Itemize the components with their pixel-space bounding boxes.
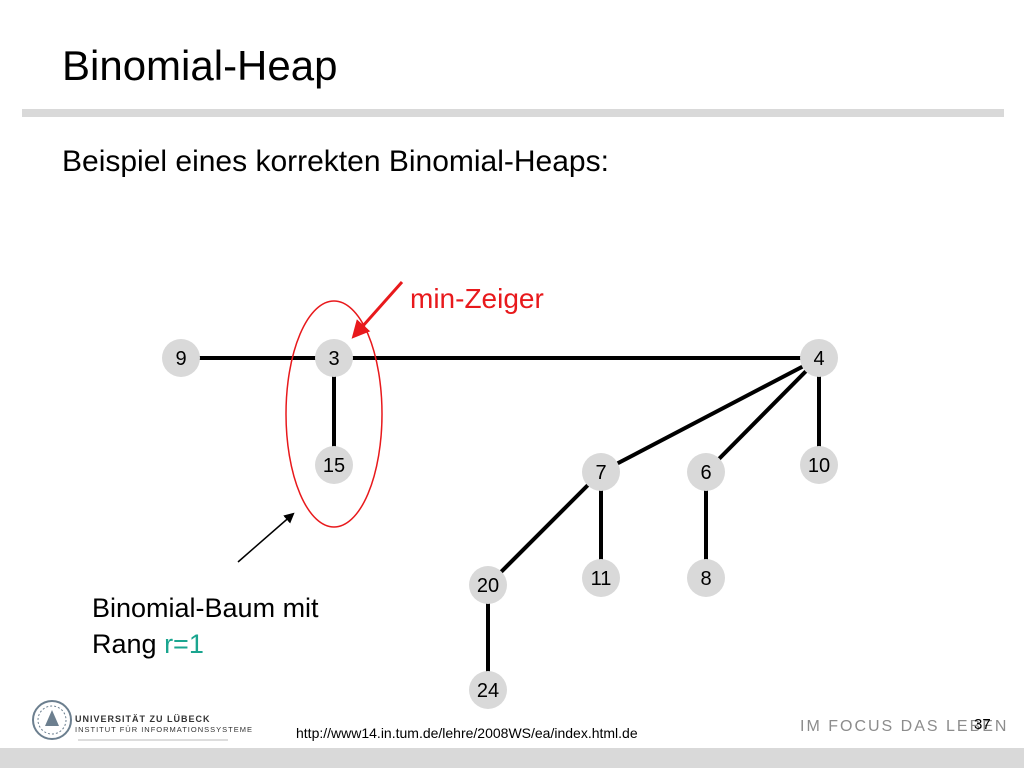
- title-divider: [22, 109, 1004, 117]
- heap-node-circle: [162, 339, 200, 377]
- heap-node-circle: [582, 559, 620, 597]
- heap-node-9: 9: [162, 339, 200, 377]
- caption-rang-prefix: Rang: [92, 629, 165, 659]
- heap-node-label: 10: [808, 455, 830, 477]
- heap-node-circle: [800, 339, 838, 377]
- heap-node-label: 4: [813, 348, 824, 370]
- university-name: UNIVERSITÄT ZU LÜBECK: [75, 714, 211, 724]
- footer-slogan: IM FOCUS DAS LEBEN: [800, 718, 1009, 735]
- institute-name: INSTITUT FÜR INFORMATIONSSYSTEME: [75, 725, 253, 734]
- university-seal-logo: [32, 700, 228, 741]
- heap-node-20: 20: [469, 566, 507, 604]
- min-pointer-label: min-Zeiger: [410, 283, 544, 314]
- tree-edge: [600, 356, 820, 474]
- heap-node-label: 24: [477, 680, 499, 702]
- slide-subtitle: Beispiel eines korrekten Binomial-Heaps:: [62, 145, 609, 178]
- heap-node-circle: [687, 559, 725, 597]
- tree-edge: [486, 470, 603, 587]
- heap-node-15: 15: [315, 446, 353, 484]
- heap-node-circle: [687, 453, 725, 491]
- heap-node-label: 3: [328, 348, 339, 370]
- heap-node-label: 20: [477, 575, 499, 597]
- heap-node-circle: [315, 339, 353, 377]
- heap-node-11: 11: [582, 559, 620, 597]
- slide-title: Binomial-Heap: [62, 42, 338, 89]
- binomial-tree-highlight-ellipse: [285, 300, 383, 528]
- heap-node-24: 24: [469, 671, 507, 709]
- heap-node-6: 6: [687, 453, 725, 491]
- page-number: 37: [974, 716, 991, 733]
- heap-node-circle: [315, 446, 353, 484]
- heap-node-circle: [582, 453, 620, 491]
- heap-node-10: 10: [800, 446, 838, 484]
- caption-line-2: Rang r=1: [92, 626, 319, 662]
- tree-caption: Binomial-Baum mit Rang r=1: [92, 590, 319, 662]
- caption-pointer-arrow: [237, 512, 295, 563]
- heap-node-label: 11: [591, 568, 612, 590]
- tree-edge: [704, 356, 821, 474]
- heap-node-circle: [469, 671, 507, 709]
- nodes-layer: 9 3 15 4 7 6 10 20 11 8 24: [162, 339, 838, 709]
- heap-node-3: 3: [315, 339, 353, 377]
- heap-node-label: 8: [700, 568, 711, 590]
- heap-node-circle: [469, 566, 507, 604]
- heap-node-7: 7: [582, 453, 620, 491]
- min-pointer-arrow: [351, 281, 404, 339]
- heap-node-8: 8: [687, 559, 725, 597]
- heap-node-circle: [800, 446, 838, 484]
- caption-rang-value: r=1: [164, 629, 204, 659]
- heap-node-label: 7: [595, 462, 606, 484]
- heap-node-label: 6: [700, 462, 711, 484]
- footer-bar: [0, 748, 1024, 768]
- source-url-link[interactable]: http://www14.in.tum.de/lehre/2008WS/ea/i…: [296, 725, 638, 741]
- caption-line-1: Binomial-Baum mit: [92, 593, 319, 623]
- heap-node-4: 4: [800, 339, 838, 377]
- heap-node-label: 9: [175, 348, 186, 370]
- heap-node-label: 15: [323, 455, 345, 477]
